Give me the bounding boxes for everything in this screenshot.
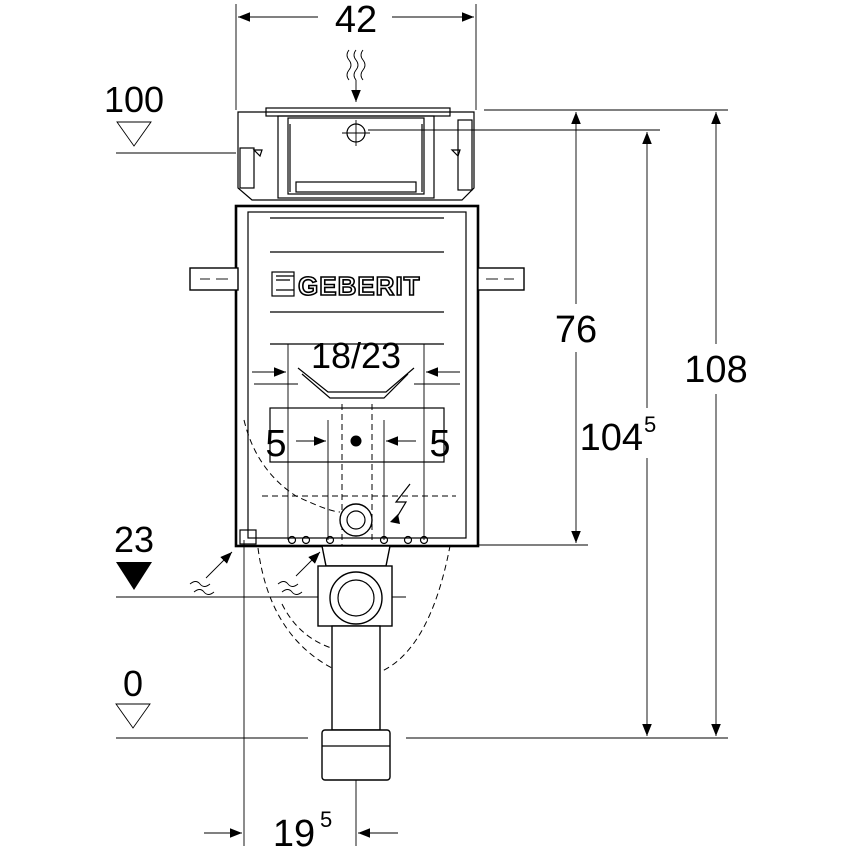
dimension-height-76: 76 [368,112,597,546]
height-104-superscript: 5 [644,412,656,437]
waste-pipe [317,545,393,781]
installation-frame [189,204,525,548]
dimension-width-42: 42 [235,0,477,110]
water-supply-icon-left [189,551,233,595]
dimension-offset-5-left: 5 [265,420,329,540]
height-104-label: 104 [580,417,643,459]
lower-frame-details [254,367,460,463]
geberit-logo: GEBERIT [271,270,421,302]
level-marker-100: 100 [104,79,236,154]
fixing-distance-label: 18/23 [311,335,401,376]
offset-right-label: 5 [429,423,450,465]
depth-19-superscript: 5 [320,807,332,832]
offset-left-label: 5 [265,423,286,465]
height-108-label: 108 [684,349,747,391]
level-0-label: 0 [123,663,143,704]
dimension-fixing-18-23: 18/23 [252,335,460,540]
cistern-top-module [237,107,475,201]
height-76-label: 76 [555,309,597,351]
level-marker-0: 0 [115,663,728,739]
dimension-height-104-5: 104 5 [484,129,660,736]
flush-connector [339,503,373,537]
water-inlet-icon [346,49,366,102]
width-label: 42 [335,0,377,41]
brand-logo-text: GEBERIT [298,271,421,301]
depth-19-label: 19 [273,813,315,850]
electrical-connection-icon [390,483,411,524]
level-100-label: 100 [104,79,164,120]
mounting-bolts [239,529,429,545]
water-supply-icon-right [277,551,321,595]
dimension-offset-5-right: 5 [383,420,451,540]
level-23-label: 23 [114,519,154,560]
dimension-height-108: 108 [484,109,748,736]
